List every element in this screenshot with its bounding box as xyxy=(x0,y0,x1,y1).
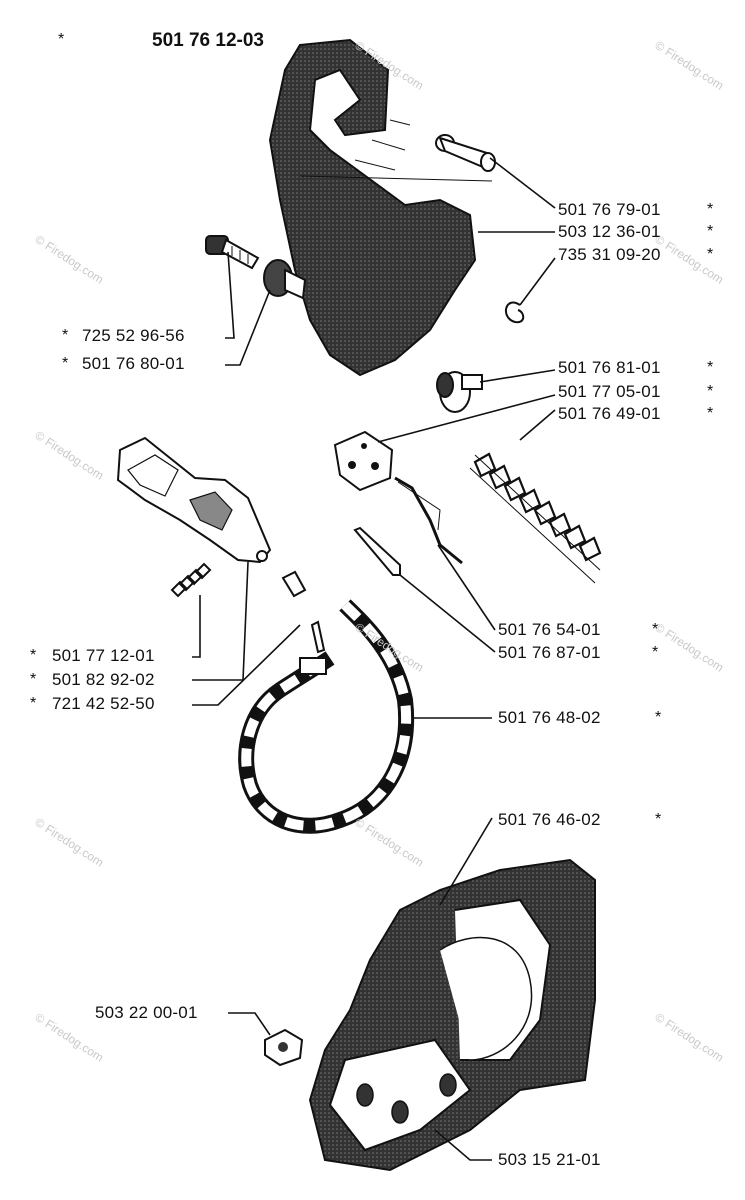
rivet-part xyxy=(310,620,326,654)
callout-star: * xyxy=(707,405,714,422)
callout-label: 501 76 49-01 xyxy=(558,404,661,423)
callout-label: 725 52 96-56 xyxy=(82,326,185,345)
callout-star: * xyxy=(652,644,659,661)
clutch-cover-part xyxy=(308,858,596,1172)
bushing-part xyxy=(263,259,307,300)
callout-star: * xyxy=(707,201,714,218)
callout-label: 501 76 79-01 xyxy=(558,200,661,219)
block-part xyxy=(333,430,394,492)
circlip-part xyxy=(505,301,525,324)
callout-star: * xyxy=(652,621,659,638)
pin-part xyxy=(435,134,496,172)
callout-label: 501 76 87-01 xyxy=(498,643,601,662)
brake-handle-part xyxy=(116,436,272,564)
callout-star: * xyxy=(655,811,662,828)
callout-label: 503 22 00-01 xyxy=(95,1003,198,1022)
callout-label: 501 76 46-02 xyxy=(498,810,601,829)
callout-label: 501 82 92-02 xyxy=(52,670,155,689)
callout-star: * xyxy=(30,647,37,664)
callout-label: 501 77 05-01 xyxy=(558,382,661,401)
leader-lines xyxy=(192,157,556,1161)
callout-label: 501 76 48-02 xyxy=(498,708,601,727)
small-spring-part xyxy=(170,562,212,598)
nut-part xyxy=(264,1028,304,1067)
callout-label: 501 77 12-01 xyxy=(52,646,155,665)
coil-spring-part xyxy=(469,452,602,584)
callout-star: * xyxy=(655,709,662,726)
rod-part xyxy=(394,476,463,565)
callout-label: 501 76 80-01 xyxy=(82,354,185,373)
callout-star: * xyxy=(707,383,714,400)
callout-label: 503 15 21-01 xyxy=(498,1150,601,1169)
callout-label: 503 12 36-01 xyxy=(558,222,661,241)
flat-spring-part xyxy=(353,526,401,576)
shoulder-screw-part xyxy=(436,371,483,413)
callout-star: * xyxy=(30,671,37,688)
header-marker: * xyxy=(58,31,65,48)
callout-label: 501 76 81-01 xyxy=(558,358,661,377)
callout-star: * xyxy=(707,246,714,263)
callout-label: 501 76 54-01 xyxy=(498,620,601,639)
callout-label: 735 31 09-20 xyxy=(558,245,661,264)
bolt-part xyxy=(205,235,260,270)
callout-star: * xyxy=(62,355,69,372)
callout-star: * xyxy=(707,223,714,240)
header-part-number: 501 76 12-03 xyxy=(152,30,264,51)
callout-star: * xyxy=(30,695,37,712)
small-pin-part xyxy=(281,570,307,598)
chain-brake-lever-part xyxy=(268,38,493,377)
callout-star: * xyxy=(707,359,714,376)
brake-band-part xyxy=(238,599,415,834)
callout-star: * xyxy=(62,327,69,344)
callout-label: 721 42 52-50 xyxy=(52,694,155,713)
